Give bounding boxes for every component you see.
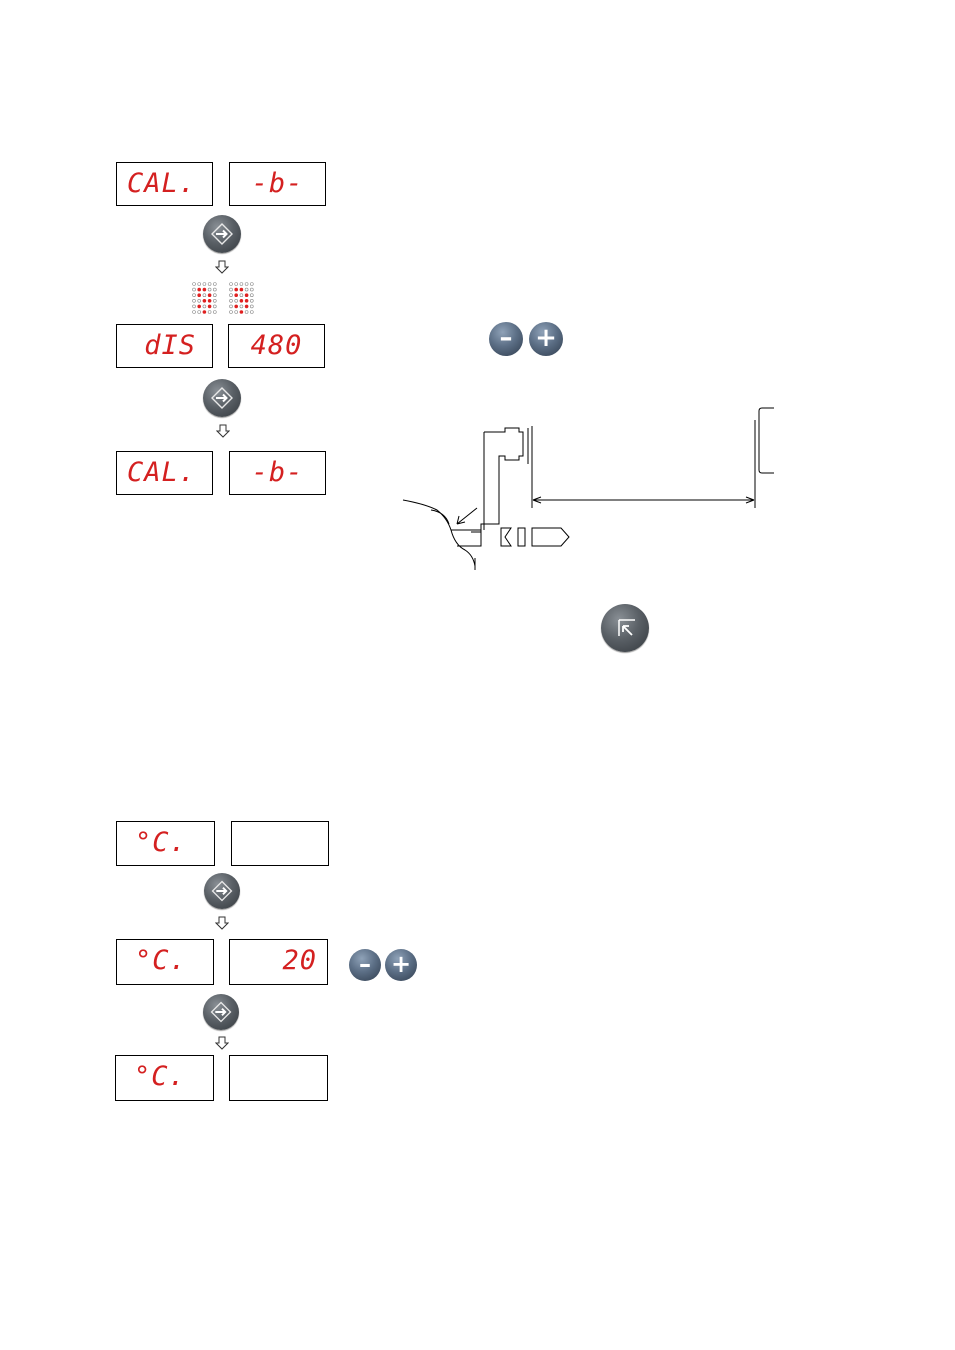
enter-button-4[interactable] [203, 994, 239, 1030]
led-dot [208, 311, 211, 314]
probe-segment-1 [501, 528, 511, 546]
led-dot [193, 288, 196, 291]
enter-button-2[interactable] [203, 379, 241, 417]
led-dot [240, 294, 243, 297]
down-arrow-icon [216, 424, 230, 439]
down-arrow-icon [215, 260, 229, 275]
probe-tip [532, 528, 569, 546]
display-blank-right-1 [231, 821, 329, 866]
display-cal-left-1: CAL. [116, 162, 213, 206]
led-dot [245, 311, 248, 314]
led-dot [198, 294, 201, 297]
display-cal-left-2: CAL. [116, 451, 213, 495]
led-dot [245, 299, 248, 302]
escape-button[interactable] [601, 604, 649, 652]
led-dot [203, 299, 206, 302]
led-dot [230, 305, 233, 308]
led-dot [203, 294, 206, 297]
led-dot [198, 299, 201, 302]
surface-profile [403, 500, 475, 566]
enter-arrow-icon [203, 215, 241, 253]
led-dot [213, 283, 216, 286]
led-dot [230, 299, 233, 302]
minus-button-2[interactable]: – [349, 949, 381, 981]
led-dot [193, 305, 196, 308]
display-deg-c-left-2: °C. [116, 939, 214, 985]
display-480-right: 480 [228, 324, 325, 368]
led-dot [230, 311, 233, 314]
led-dot [235, 283, 238, 286]
led-dot [203, 288, 206, 291]
led-dot [198, 311, 201, 314]
down-arrow-icon [215, 1036, 229, 1051]
down-arrow-icon [215, 916, 229, 931]
enter-arrow-icon [203, 994, 239, 1030]
led-dot [193, 299, 196, 302]
target-plate [759, 408, 774, 473]
plus-button-1[interactable]: + [529, 322, 563, 356]
led-dot [235, 288, 238, 291]
led-dot [230, 288, 233, 291]
enter-arrow-icon [204, 873, 240, 909]
led-dot [208, 294, 211, 297]
led-dot [203, 283, 206, 286]
led-dot [203, 305, 206, 308]
led-dot [245, 305, 248, 308]
led-dot [245, 283, 248, 286]
enter-arrow-icon [203, 379, 241, 417]
led-dot [240, 305, 243, 308]
display-b-right-2: -b- [229, 451, 326, 495]
led-dot [250, 299, 253, 302]
led-dot [208, 305, 211, 308]
led-dot [250, 311, 253, 314]
led-dot [240, 299, 243, 302]
led-dot [208, 283, 211, 286]
led-dot [245, 288, 248, 291]
led-dot [235, 311, 238, 314]
led-dot [193, 311, 196, 314]
led-dot [235, 294, 238, 297]
display-dis-left: dIS [116, 324, 213, 368]
led-dot [240, 311, 243, 314]
led-dot [213, 299, 216, 302]
enter-button-1[interactable] [203, 215, 241, 253]
led-dot [193, 283, 196, 286]
led-dot [203, 311, 206, 314]
display-20-right: 20 [229, 939, 328, 985]
led-dot [230, 294, 233, 297]
escape-arrow-icon [601, 604, 649, 652]
display-blank-right-2 [229, 1055, 328, 1101]
led-dot [235, 299, 238, 302]
led-dot [240, 288, 243, 291]
contact-pointer-arrow [457, 508, 477, 524]
led-dot [230, 283, 233, 286]
led-dot [235, 305, 238, 308]
led-dot [198, 305, 201, 308]
led-dot [213, 305, 216, 308]
led-dot [213, 288, 216, 291]
display-deg-c-left-3: °C. [115, 1055, 214, 1101]
led-dot [245, 294, 248, 297]
led-dot [208, 288, 211, 291]
led-dot [193, 294, 196, 297]
led-dot [213, 311, 216, 314]
led-dot [240, 283, 243, 286]
probe-segment-2 [518, 528, 525, 546]
display-b-right-1: -b- [229, 162, 326, 206]
led-dot [250, 288, 253, 291]
led-blink-indicator [191, 281, 257, 317]
sensor-arm [471, 428, 523, 532]
led-dot [250, 283, 253, 286]
led-dot [198, 288, 201, 291]
distance-measurement-diagram [395, 400, 785, 575]
minus-button-1[interactable]: – [489, 322, 523, 356]
plus-button-2[interactable]: + [385, 949, 417, 981]
display-deg-c-left-1: °C. [116, 821, 215, 866]
led-dot [208, 299, 211, 302]
led-dot [250, 305, 253, 308]
led-dot [250, 294, 253, 297]
led-dot [213, 294, 216, 297]
led-dot [198, 283, 201, 286]
enter-button-3[interactable] [204, 873, 240, 909]
